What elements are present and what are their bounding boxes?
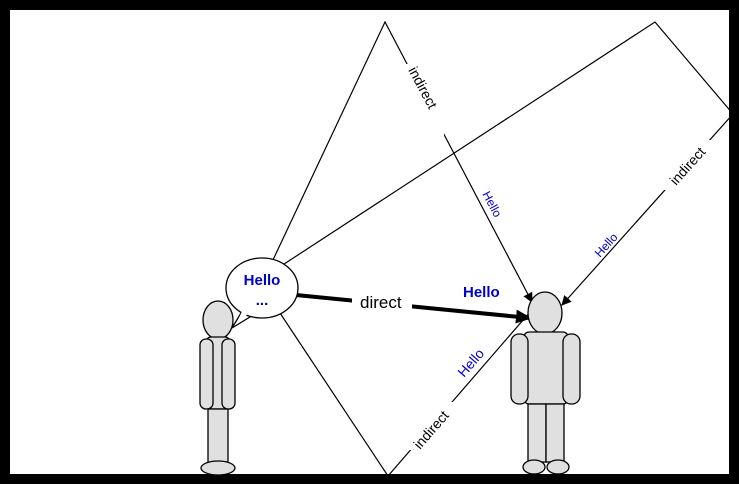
speech-bubble-line2: ... [256,292,269,309]
direct-path [295,293,532,324]
speech-bubble-line1: Hello [244,272,281,289]
indirect-path-right [277,21,734,306]
listener-figure [510,291,581,475]
listener-left-foot [522,459,546,475]
indirect-path-top [271,20,533,303]
listener-head [527,291,563,335]
direct-label-bg [352,288,412,312]
hello-top-label: Hello [479,189,504,220]
listener-left-arm [510,333,529,405]
speaker-figure [199,300,236,476]
hello-direct-label: Hello [463,284,500,301]
listener-right-leg [545,403,565,463]
listener-left-leg [527,403,547,463]
speaker-legs [207,408,229,466]
speaker-feet [200,460,236,476]
listener-torso [523,331,569,405]
speaker-left-arm [199,338,214,410]
hello-bottom-label: Hello [454,345,487,380]
direct-label: direct [360,293,402,312]
indirect-path-bottom [277,309,531,477]
speech-bubble: Hello ... [225,257,299,329]
speaker-right-arm [221,338,236,410]
listener-right-foot [546,459,570,475]
indirect-bottom-label-bg [408,402,468,450]
indirect-right-label-bg [660,140,716,190]
indirect-top-label-bg [400,64,444,146]
speaker-head [202,300,234,340]
listener-right-arm [562,333,581,405]
